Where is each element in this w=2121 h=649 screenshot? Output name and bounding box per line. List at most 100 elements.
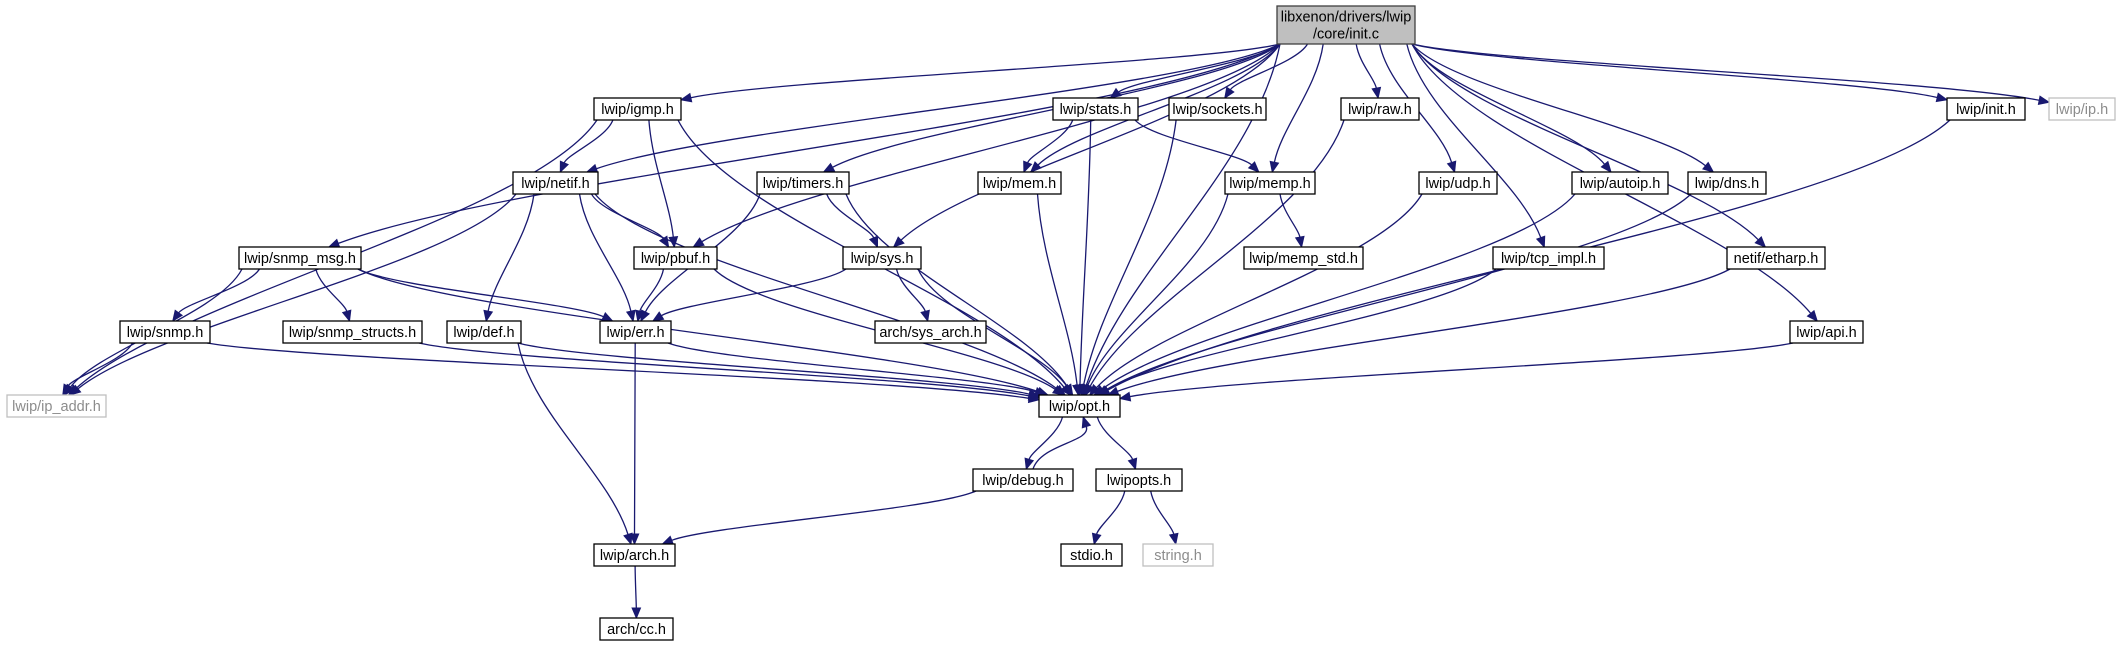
file-node-init-h[interactable]: lwip/init.h [1946,97,2026,121]
file-node-ip-h[interactable]: lwip/ip.h [2048,97,2116,121]
edge-arrowhead [679,92,693,103]
edge-arrowhead [1118,391,1132,402]
edge-arrowhead [1446,160,1457,174]
node-label: libxenon/drivers/lwip [1281,10,1412,26]
file-node-raw-h[interactable]: lwip/raw.h [1340,97,1420,121]
file-node-arch-h[interactable]: lwip/arch.h [593,543,676,567]
node-label: lwip/netif.h [521,176,590,192]
node-label: lwip/memp_std.h [1249,251,1358,267]
file-node-def-h[interactable]: lwip/def.h [446,320,522,344]
node-box [1946,97,2026,121]
dependency-edge [418,342,1030,397]
node-box [842,246,922,270]
edge-arrowhead [1168,532,1179,546]
edge-arrowhead [1088,383,1101,396]
file-node-cc-h[interactable]: arch/cc.h [599,617,674,641]
file-node-lwipopts-h[interactable]: lwipopts.h [1095,468,1183,492]
edge-arrowhead [920,309,930,323]
file-node-api-h[interactable]: lwip/api.h [1789,320,1864,344]
node-box [593,543,676,567]
file-node-opt-h[interactable]: lwip/opt.h [1038,394,1121,418]
node-box [874,320,987,344]
file-node-tcp-impl-h[interactable]: lwip/tcp_impl.h [1492,246,1605,270]
file-node-sys-h[interactable]: lwip/sys.h [842,246,922,270]
file-node-err-h[interactable]: lwip/err.h [599,320,672,344]
file-node-netif-h[interactable]: lwip/netif.h [512,171,599,195]
file-node-dns-h[interactable]: lwip/dns.h [1687,171,1767,195]
file-node-snmp-msg-h[interactable]: lwip/snmp_msg.h [238,246,362,270]
edge-arrowhead [1806,309,1819,322]
dependency-edge [1036,193,1078,386]
edge-arrowhead [1023,160,1033,174]
file-node-string-h[interactable]: string.h [1142,543,1214,567]
edge-arrowhead [1081,415,1092,429]
edge-arrowhead [1371,86,1382,100]
edge-arrowhead [635,309,645,323]
file-node-debug-h[interactable]: lwip/debug.h [972,468,1074,492]
node-label: lwip/sys.h [851,251,914,267]
file-node-memp-std-h[interactable]: lwip/memp_std.h [1243,246,1364,270]
node-label: lwip/def.h [453,325,514,341]
dependency-edge [1082,119,1177,386]
dependency-edge [1411,43,1938,99]
file-node-memp-h[interactable]: lwip/memp.h [1224,171,1316,195]
file-node-udp-h[interactable]: lwip/udp.h [1418,171,1498,195]
dependency-edge [1134,119,1253,166]
node-box [1095,468,1183,492]
node-label: lwip/igmp.h [601,102,674,118]
dependency-edge [1086,193,1229,386]
edge-arrowhead [1096,385,1110,396]
dependency-edge [895,268,926,312]
node-box [1418,171,1498,195]
dependency-edge [1037,43,1281,166]
node-label: lwip/timers.h [763,176,844,192]
node-label: arch/sys_arch.h [879,325,981,341]
edge-arrowhead [172,309,184,323]
file-node-stats-h[interactable]: lwip/stats.h [1052,97,1139,121]
edge-arrowhead [625,309,636,323]
node-label: lwip/ip_addr.h [12,399,101,415]
edge-arrowhead [651,311,665,322]
dependency-edge [671,490,977,541]
file-node-stdio-h[interactable]: stdio.h [1060,543,1123,567]
node-box [6,394,107,418]
edge-arrowhead [559,160,569,174]
node-box [282,320,423,344]
node-box [2048,97,2116,121]
node-box [1060,543,1123,567]
file-node-timers-h[interactable]: lwip/timers.h [756,171,850,195]
file-node-snmp-structs-h[interactable]: lwip/snmp_structs.h [282,320,423,344]
node-box [1142,543,1214,567]
node-label: arch/cc.h [607,622,666,638]
file-node-ip-addr-h[interactable]: lwip/ip_addr.h [6,394,107,418]
node-label: lwip/memp.h [1229,176,1310,192]
node-box [977,171,1062,195]
node-label: lwip/tcp_impl.h [1501,251,1596,267]
edge-arrowhead [483,309,494,323]
node-label: lwip/sockets.h [1172,102,1262,118]
node-label: /core/init.c [1313,27,1379,43]
dependency-edge [1032,426,1087,470]
file-node-sockets-h[interactable]: lwip/sockets.h [1168,97,1267,121]
node-label: lwip/dns.h [1695,176,1759,192]
dependency-edge [590,193,664,239]
file-node-mem-h[interactable]: lwip/mem.h [977,171,1062,195]
dependency-edge [1085,43,1281,386]
file-node-igmp-h[interactable]: lwip/igmp.h [593,97,682,121]
dependency-edge [639,268,665,312]
file-node-etharp-h[interactable]: netif/etharp.h [1726,246,1826,270]
file-node-sys-arch-h[interactable]: arch/sys_arch.h [874,320,987,344]
edge-arrowhead [661,535,675,545]
edge-arrowhead [1702,161,1715,173]
edge-arrowhead [1024,457,1035,471]
edge-arrowhead [341,309,352,323]
file-node-init-c[interactable]: libxenon/drivers/lwip/core/init.c [1276,5,1416,45]
edge-arrowhead [1062,383,1074,397]
file-node-snmp-h[interactable]: lwip/snmp.h [119,320,211,344]
file-node-autoip-h[interactable]: lwip/autoip.h [1571,171,1669,195]
node-label: lwip/pbuf.h [641,251,710,267]
file-node-pbuf-h[interactable]: lwip/pbuf.h [633,246,718,270]
node-box [1492,246,1605,270]
file-nodes: libxenon/drivers/lwip/core/init.c lwip/ig… [6,5,2116,641]
node-box [512,171,599,195]
